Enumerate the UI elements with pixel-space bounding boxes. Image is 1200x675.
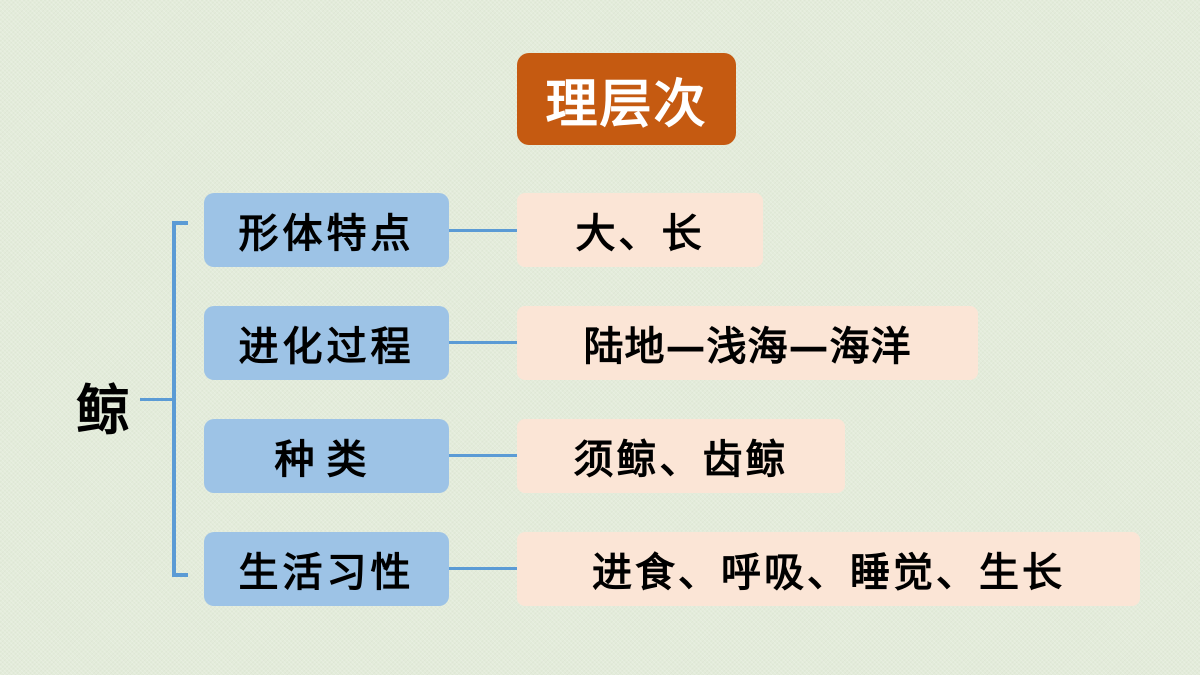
branch-connector [449, 454, 517, 457]
bracket-top-tick [172, 221, 188, 225]
branch-connector [449, 229, 517, 232]
branch-connector [449, 341, 517, 344]
category-box-evolution: 进化过程 [204, 306, 449, 380]
value-box-evolution: 陆地—浅海—海洋 [517, 306, 978, 380]
category-box-habits: 生活习性 [204, 532, 449, 606]
value-box-species: 须鲸、齿鲸 [517, 419, 845, 493]
bracket-bottom-tick [172, 573, 188, 577]
category-box-species: 种类 [204, 419, 449, 493]
value-box-shape: 大、长 [517, 193, 763, 267]
bracket-vertical [172, 222, 176, 576]
value-box-habits: 进食、呼吸、睡觉、生长 [517, 532, 1140, 606]
category-box-shape: 形体特点 [204, 193, 449, 267]
root-connector [140, 398, 174, 401]
branch-connector [449, 567, 517, 570]
root-node: 鲸 [76, 378, 130, 442]
title-badge: 理层次 [517, 53, 736, 145]
